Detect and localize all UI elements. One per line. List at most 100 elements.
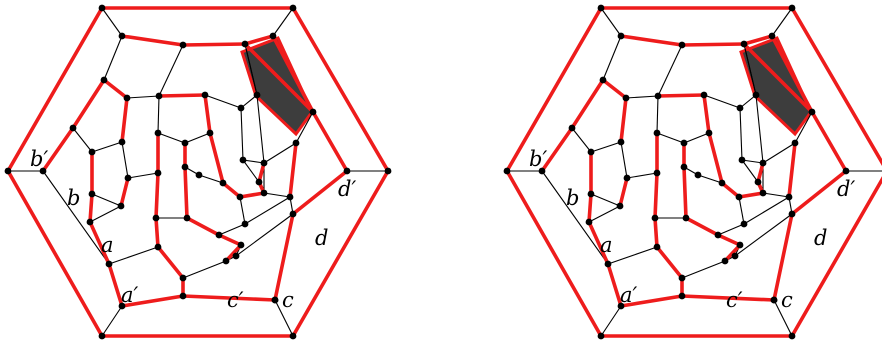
edge bbox=[263, 192, 291, 198]
matched-edge bbox=[737, 191, 765, 199]
edge bbox=[274, 299, 294, 337]
vertex bbox=[236, 193, 244, 201]
vertex bbox=[599, 76, 607, 84]
vertex bbox=[253, 91, 261, 99]
vertex bbox=[241, 40, 249, 48]
edge bbox=[244, 43, 258, 96]
vertex bbox=[735, 193, 743, 201]
vertex bbox=[587, 190, 595, 198]
edge bbox=[42, 170, 110, 265]
right-graph-panel: b′baa′c′cdd′ bbox=[503, 4, 882, 340]
vertex bbox=[271, 296, 279, 304]
edge bbox=[697, 174, 723, 184]
vertices bbox=[4, 4, 392, 340]
vertex bbox=[705, 129, 713, 137]
vertex bbox=[286, 193, 294, 201]
matched-edge bbox=[601, 78, 628, 100]
edge bbox=[739, 94, 757, 109]
vertex bbox=[124, 174, 132, 182]
matched-edge bbox=[702, 93, 711, 135]
vertex bbox=[808, 108, 816, 116]
vertex bbox=[237, 241, 245, 249]
edge bbox=[794, 111, 813, 144]
edge bbox=[607, 246, 658, 265]
matched-edge bbox=[181, 294, 277, 302]
matched-edge bbox=[505, 6, 603, 173]
matched-edge bbox=[41, 126, 75, 173]
vertex bbox=[255, 178, 263, 186]
edge bbox=[263, 142, 297, 164]
matched-edge bbox=[655, 245, 684, 280]
matched-edge bbox=[238, 191, 266, 199]
vertex bbox=[785, 193, 793, 201]
vertex bbox=[179, 274, 187, 282]
matched-edge bbox=[243, 34, 275, 46]
matched-edge bbox=[742, 42, 814, 114]
matched-edge bbox=[224, 243, 243, 263]
matched-edge bbox=[619, 96, 628, 144]
edge bbox=[256, 94, 265, 164]
edge bbox=[89, 205, 122, 223]
edge bbox=[103, 35, 123, 81]
matched-edge bbox=[587, 220, 610, 266]
matched-edge bbox=[273, 212, 295, 302]
vertex bbox=[292, 139, 300, 147]
matched-edge bbox=[656, 93, 706, 98]
vertex bbox=[4, 167, 12, 175]
vertex bbox=[88, 148, 96, 156]
matched-edge bbox=[181, 42, 247, 47]
edge bbox=[657, 44, 683, 97]
matched-edge bbox=[707, 131, 724, 185]
matched-edge bbox=[156, 245, 185, 280]
vertex bbox=[718, 179, 726, 187]
vertex bbox=[842, 167, 850, 175]
vertex bbox=[39, 167, 47, 175]
vertex bbox=[118, 32, 126, 40]
vertex bbox=[754, 178, 762, 186]
vertex bbox=[616, 202, 624, 210]
shaded-face bbox=[240, 36, 314, 137]
vertex bbox=[123, 94, 131, 102]
matched-edge bbox=[119, 176, 130, 208]
matched-edge bbox=[243, 42, 315, 114]
vertex-label-b: b bbox=[67, 186, 80, 210]
vertex bbox=[770, 296, 778, 304]
vertex bbox=[237, 104, 245, 112]
vertex bbox=[154, 243, 162, 251]
vertex bbox=[154, 169, 162, 177]
matched-edge bbox=[203, 93, 212, 135]
vertex bbox=[736, 241, 744, 249]
matched-edge bbox=[6, 169, 104, 338]
edge bbox=[91, 193, 122, 207]
vertex bbox=[678, 274, 686, 282]
edge bbox=[771, 7, 793, 37]
edge bbox=[600, 305, 622, 337]
edge bbox=[272, 7, 294, 37]
vertices bbox=[503, 4, 850, 340]
vertex-label-c: c bbox=[282, 288, 294, 312]
shaded-face bbox=[739, 36, 813, 137]
vertex-label-c: c bbox=[781, 288, 793, 312]
vertex bbox=[538, 167, 546, 175]
vertex bbox=[597, 4, 605, 12]
vertex bbox=[617, 32, 625, 40]
matched-edge bbox=[790, 176, 882, 338]
edge bbox=[242, 159, 265, 164]
edge bbox=[239, 196, 246, 225]
edge bbox=[240, 107, 244, 161]
matched-edge bbox=[682, 165, 688, 220]
vertex bbox=[289, 332, 297, 340]
matched-edge bbox=[720, 181, 741, 199]
edge bbox=[739, 107, 743, 161]
vertex bbox=[721, 257, 729, 265]
edge bbox=[158, 44, 184, 97]
vertex bbox=[568, 124, 576, 132]
matched-edge bbox=[619, 34, 684, 47]
edge bbox=[235, 213, 294, 257]
vertex-label-d: d bbox=[315, 226, 328, 250]
vertex bbox=[118, 302, 126, 310]
vertex bbox=[155, 92, 163, 100]
vertex bbox=[154, 129, 162, 137]
vertex bbox=[309, 108, 317, 116]
